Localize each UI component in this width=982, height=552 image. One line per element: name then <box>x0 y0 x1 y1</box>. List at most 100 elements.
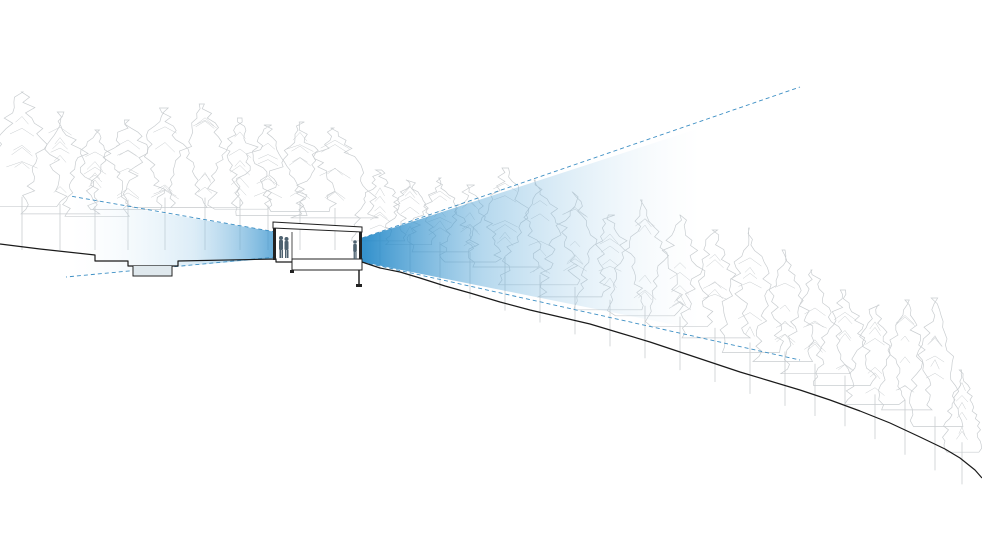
tree-branch <box>737 312 763 322</box>
tree-branch <box>85 151 105 158</box>
tree-branch <box>257 159 279 166</box>
tree-branch <box>292 132 308 142</box>
tree-crown <box>843 304 906 405</box>
tree-branch <box>925 355 945 363</box>
tree-branch <box>117 168 139 175</box>
right-upper-sightline <box>361 86 801 239</box>
tree-branch <box>195 117 215 126</box>
tree-branch <box>6 161 38 169</box>
tree-branch <box>115 139 141 150</box>
tree-branch <box>13 144 31 153</box>
tree-branch <box>291 145 309 154</box>
tree-branch <box>927 337 943 347</box>
person-figure-center <box>284 237 289 258</box>
tree-branch <box>90 172 100 180</box>
tree-crown <box>752 249 815 362</box>
tree-branch <box>198 172 212 183</box>
tree-branch <box>14 162 30 169</box>
tree-branch <box>158 186 172 194</box>
tree-branch <box>404 186 416 194</box>
tree-branch <box>837 315 853 324</box>
tree-branch <box>369 214 391 222</box>
tree-branch <box>193 119 217 129</box>
tree-branch <box>15 116 29 125</box>
tree-branch <box>429 190 451 200</box>
tree-branch <box>742 272 758 279</box>
tree-crown <box>207 117 273 210</box>
tree-crown <box>813 289 877 386</box>
left-sightline-cone <box>70 198 276 276</box>
tree-branch <box>319 168 351 179</box>
tree-branch <box>53 154 67 163</box>
tree-branch <box>230 165 250 176</box>
tree-branch <box>157 184 173 192</box>
tree-branch <box>53 186 67 193</box>
tree-branch <box>702 294 728 300</box>
tree-branch <box>155 142 175 153</box>
tree-branch <box>256 178 280 187</box>
tree-crown <box>168 103 244 209</box>
tree-crown <box>122 107 208 208</box>
tree-branch <box>52 141 68 150</box>
tree-branch <box>956 411 968 421</box>
tree-branch <box>327 167 343 176</box>
tree-branch <box>404 191 416 198</box>
tree-branch <box>11 147 33 157</box>
tree-branch <box>931 335 939 343</box>
tree-branch <box>493 183 517 192</box>
tree-branch <box>86 161 104 172</box>
tree-branch <box>151 190 179 200</box>
tree-branch <box>900 335 910 342</box>
tree-branch <box>289 157 311 167</box>
tree-branch <box>233 188 247 196</box>
tree-branch <box>744 267 756 275</box>
tree-branch <box>867 366 883 374</box>
tree-branch <box>955 395 969 403</box>
tree-branch <box>54 137 66 145</box>
tree-branch <box>925 373 945 380</box>
tree-branch <box>838 330 852 339</box>
tree-branch <box>50 147 70 154</box>
tree-crown <box>230 124 308 216</box>
tree-crown <box>942 369 982 453</box>
tree-branch <box>804 341 826 352</box>
tree-crown <box>0 91 68 208</box>
tree-branch <box>775 322 795 329</box>
tree-branch <box>153 189 177 197</box>
tree-branch <box>806 320 824 328</box>
tree-branch <box>375 187 385 197</box>
right-sightline-cone <box>362 128 700 330</box>
tree-crown <box>719 227 784 353</box>
tree-branch <box>807 339 823 350</box>
tree-branch <box>956 430 968 440</box>
tree-branch <box>228 148 252 158</box>
tree-branch <box>703 282 727 291</box>
tree-branch <box>119 149 137 156</box>
tree-branch <box>372 211 388 219</box>
tree-branch <box>116 192 140 200</box>
tree-branch <box>707 289 723 299</box>
tree-branch <box>153 126 177 134</box>
tree-crown <box>878 299 933 411</box>
tree-branch <box>833 311 857 321</box>
tree-branch <box>774 333 796 343</box>
tree-branch <box>745 326 755 337</box>
tree-branch <box>234 160 246 167</box>
tree-branch <box>324 190 346 199</box>
tree-branch <box>869 372 881 380</box>
tree-branch <box>803 322 827 329</box>
viewing-figures <box>279 236 357 259</box>
tree-branch <box>83 166 107 175</box>
right-lower-sightline <box>361 261 801 361</box>
tree-branch <box>869 326 882 336</box>
tree-branch <box>400 206 420 215</box>
tree-crown <box>909 297 964 427</box>
tree-branch <box>865 387 885 396</box>
tree-branch <box>899 356 911 364</box>
tree-branch <box>230 177 250 188</box>
treeline <box>0 91 982 485</box>
tree-branch <box>258 154 278 160</box>
tree-branch <box>958 426 966 437</box>
tree-branch <box>260 142 276 150</box>
